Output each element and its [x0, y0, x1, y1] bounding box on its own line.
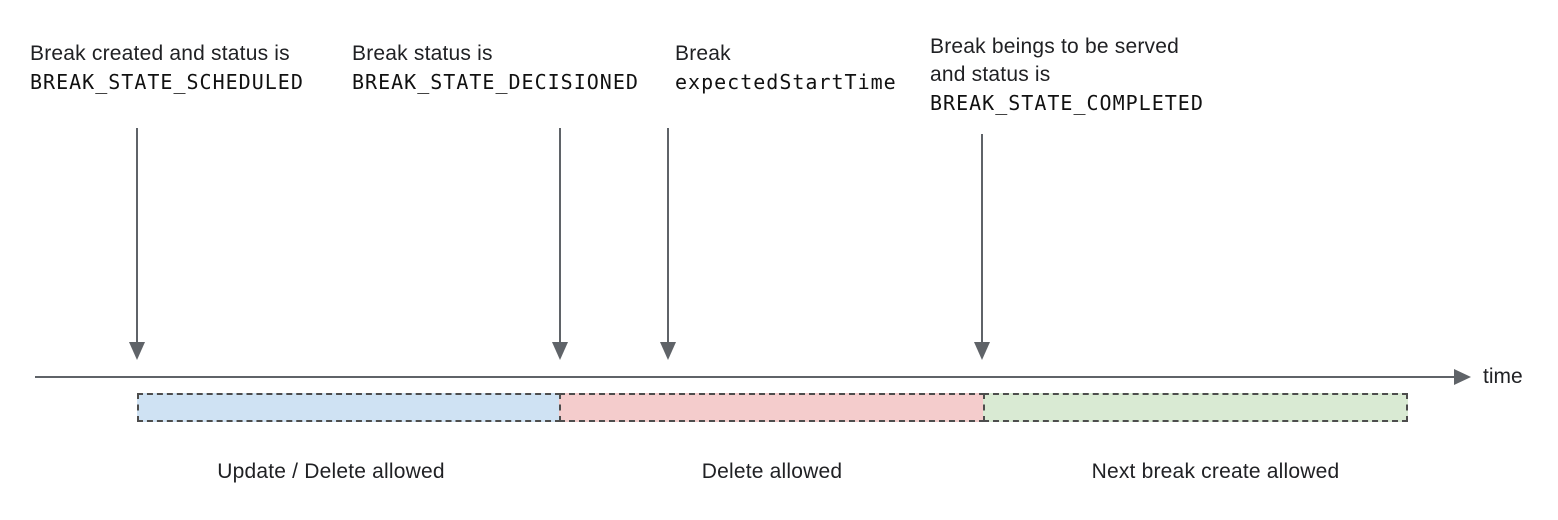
segment-next-break-create-allowed — [983, 393, 1408, 422]
annotation-break-decisioned: Break status is BREAK_STATE_DECISIONED — [352, 40, 639, 96]
segment-delete-allowed — [559, 393, 985, 422]
annotation-text: Break — [675, 42, 731, 65]
segment-label: Delete allowed — [701, 460, 843, 483]
annotation-expected-start-time: Break expectedStartTime — [675, 40, 897, 96]
down-arrow-completed-icon — [981, 134, 983, 342]
segment-label: Update / Delete allowed — [217, 460, 445, 483]
annotation-text: and status is — [930, 63, 1051, 86]
annotation-code: expectedStartTime — [675, 70, 897, 94]
annotation-code: BREAK_STATE_SCHEDULED — [30, 70, 304, 94]
down-arrow-scheduled-icon — [136, 128, 138, 342]
down-arrow-expected-start-time-icon — [667, 128, 669, 342]
annotation-text: Break created and status is — [30, 42, 290, 65]
annotation-text: Break beings to be served — [930, 35, 1179, 58]
annotation-code: BREAK_STATE_COMPLETED — [930, 91, 1204, 115]
time-axis-arrowhead-icon — [1454, 369, 1471, 385]
time-axis-line — [35, 376, 1455, 378]
time-axis-label: time — [1483, 365, 1523, 388]
down-arrow-decisioned-icon — [559, 128, 561, 342]
annotation-code: BREAK_STATE_DECISIONED — [352, 70, 639, 94]
segment-update-delete-allowed — [137, 393, 561, 422]
annotation-break-completed: Break beings to be served and status is … — [930, 33, 1204, 117]
segment-label: Next break create allowed — [1091, 460, 1340, 483]
annotation-break-scheduled: Break created and status is BREAK_STATE_… — [30, 40, 304, 96]
annotation-text: Break status is — [352, 42, 493, 65]
